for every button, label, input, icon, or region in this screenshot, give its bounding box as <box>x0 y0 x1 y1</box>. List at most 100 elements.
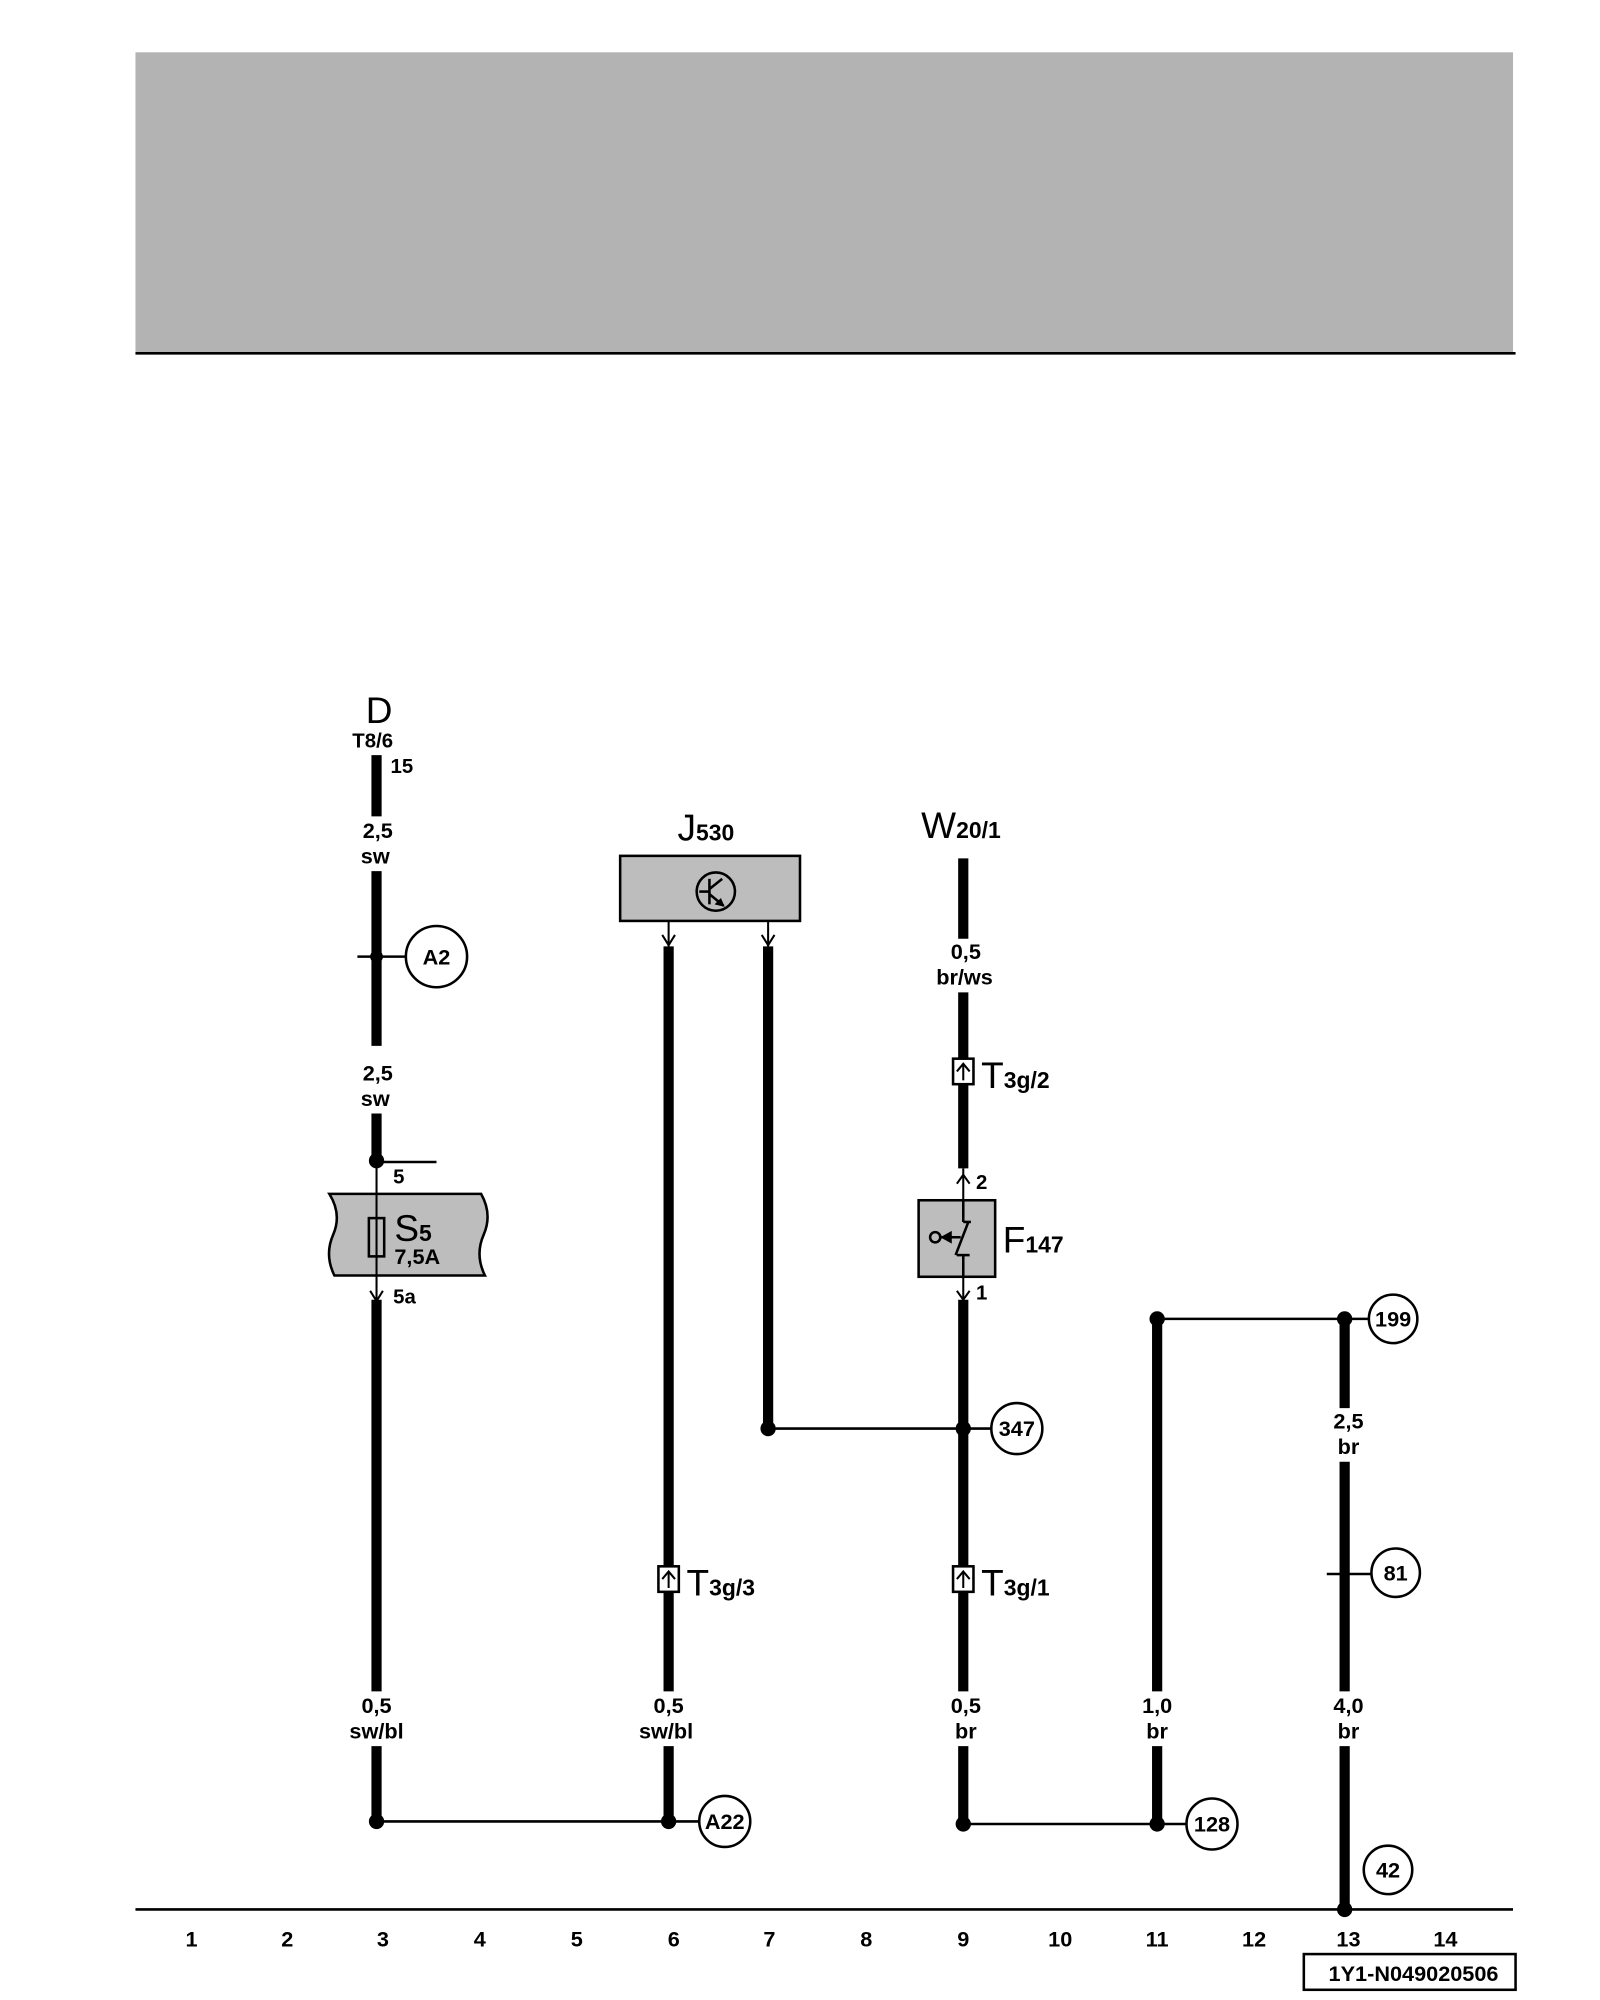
connector-t3g2-label: T3g/2 <box>981 1055 1049 1096</box>
junction-dot <box>370 950 383 964</box>
wire-colour-label: sw <box>361 1086 390 1111</box>
wire-size-label: 2,5 <box>363 1060 393 1085</box>
component-w-label: W20/1 <box>921 805 1001 846</box>
reference-199-label: 199 <box>1375 1307 1411 1332</box>
circuit-column-7 <box>760 946 964 1437</box>
reference-circle-199 <box>1367 1293 1419 1345</box>
component-index: 530 <box>696 820 734 846</box>
component-j530: J530 <box>618 808 802 948</box>
document-code-frame <box>1302 1952 1517 1992</box>
wire-colour-label: sw <box>361 844 390 869</box>
fuse-icon <box>367 1216 386 1258</box>
wire-size-label: 0,5 <box>951 1693 981 1718</box>
column-number: 2 <box>281 1926 293 1951</box>
wire-size-label: 0,5 <box>654 1693 684 1718</box>
circuit-column-9: W20/1 0,5 br/ws T3g/2 2 <box>917 805 1158 1832</box>
switch-pin-top-label: 2 <box>976 1172 987 1194</box>
document-code-box: 1Y1-N049020506 <box>1302 1952 1517 1992</box>
switch-contact-icon <box>928 1200 971 1277</box>
component-d-terminal: 15 <box>391 756 414 778</box>
circuit-column-13: 199 2,5 br 81 4,0 br 42 <box>1326 1293 1422 1918</box>
component-d-connector: T8/6 <box>352 730 393 752</box>
reference-a2-label: A2 <box>423 944 451 969</box>
column-number: 14 <box>1433 1926 1457 1951</box>
header-fill <box>135 52 1514 353</box>
column-number: 7 <box>763 1926 775 1951</box>
connector-letter: T <box>981 1563 1004 1604</box>
fuse-pin-in-label: 5 <box>393 1167 404 1189</box>
fuse-pin-out-label: 5a <box>393 1287 416 1309</box>
junction-dot <box>1339 1568 1350 1580</box>
component-letter: J <box>678 808 696 849</box>
reference-circle-128 <box>1185 1797 1239 1851</box>
component-index: 20/1 <box>956 817 1001 843</box>
component-index: 147 <box>1025 1232 1063 1258</box>
column-number: 1 <box>186 1926 198 1951</box>
reference-circle-a2 <box>404 924 469 989</box>
reference-81-label: 81 <box>1384 1560 1408 1585</box>
connector-letter: T <box>981 1055 1004 1096</box>
connector-t3g1-label: T3g/1 <box>981 1563 1050 1604</box>
column-number: 5 <box>571 1926 583 1951</box>
connector-index: 3g/1 <box>1004 1575 1050 1601</box>
column-number: 3 <box>377 1926 389 1951</box>
component-j530-label: J530 <box>678 808 735 849</box>
component-letter: F <box>1003 1220 1026 1261</box>
fuse-s5-label: S5 <box>394 1208 432 1249</box>
component-f147-label: F147 <box>1003 1220 1064 1261</box>
circuit-column-6: T3g/3 0,5 sw/bl A22 <box>639 946 755 1849</box>
wire-size-label: 2,5 <box>363 818 393 843</box>
wire-colour-label: br <box>1338 1719 1360 1744</box>
column-index: 1 2 3 4 5 6 7 8 9 10 11 12 13 14 <box>135 1908 1514 1951</box>
reference-circle-a22 <box>697 1794 752 1849</box>
fuse-index: 5 <box>419 1220 432 1246</box>
connector-t3g3-label: T3g/3 <box>686 1563 754 1604</box>
wire-size-label: 2,5 <box>1333 1409 1363 1434</box>
pin-arrow-icon <box>956 1168 971 1201</box>
pin-arrow-icon <box>760 920 776 948</box>
wire-size-label: 4,0 <box>1333 1693 1363 1718</box>
pin-arrow-icon <box>661 920 676 948</box>
reference-42-label: 42 <box>1376 1858 1400 1883</box>
connector-icon <box>657 1565 681 1594</box>
connector-index: 3g/2 <box>1004 1067 1050 1093</box>
column-number: 6 <box>668 1926 680 1951</box>
wire-colour-label: br <box>955 1719 977 1744</box>
wire-colour-label: br <box>1146 1719 1168 1744</box>
column-number: 8 <box>860 1926 872 1951</box>
wire-colour-label: sw/bl <box>639 1719 693 1744</box>
electronic-control-icon <box>695 871 737 912</box>
column-number: 9 <box>957 1926 969 1951</box>
reference-circle-81 <box>1370 1547 1422 1599</box>
wire-size-label: 0,5 <box>361 1693 391 1718</box>
column-number: 4 <box>474 1926 486 1951</box>
circuit-column-3: D T8/6 15 2,5 sw A2 2,5 sw 5 S5 7,5A 5a … <box>327 690 669 1830</box>
wire-colour-label: sw/bl <box>349 1719 403 1744</box>
circuit-column-11: 1,0 br 128 <box>1142 1311 1345 1851</box>
component-d-label: D <box>366 690 393 731</box>
fuse-rating-label: 7,5A <box>394 1244 440 1269</box>
column-number: 10 <box>1048 1926 1072 1951</box>
connector-icon <box>951 1565 975 1594</box>
reference-347-label: 347 <box>999 1416 1035 1441</box>
column-number: 13 <box>1336 1926 1360 1951</box>
wire-colour-label: br <box>1338 1434 1360 1459</box>
document-code: 1Y1-N049020506 <box>1329 1961 1499 1986</box>
connector-index: 3g/3 <box>709 1575 755 1601</box>
reference-128-label: 128 <box>1194 1812 1230 1837</box>
reference-circle-347 <box>990 1401 1044 1456</box>
column-number: 12 <box>1242 1926 1266 1951</box>
reference-a22-label: A22 <box>705 1809 745 1834</box>
column-number: 11 <box>1146 1926 1169 1951</box>
fuse-letter: S <box>394 1208 419 1249</box>
reference-circle-42 <box>1362 1844 1414 1896</box>
component-letter: W <box>921 805 956 846</box>
connector-icon <box>951 1057 975 1086</box>
switch-pin-bottom-label: 1 <box>976 1283 987 1305</box>
wire-size-label: 0,5 <box>951 939 981 964</box>
connector-letter: T <box>686 1563 709 1604</box>
header-panel <box>135 52 1516 355</box>
wire-size-label: 1,0 <box>1142 1693 1172 1718</box>
wire-colour-label: br/ws <box>936 965 993 990</box>
